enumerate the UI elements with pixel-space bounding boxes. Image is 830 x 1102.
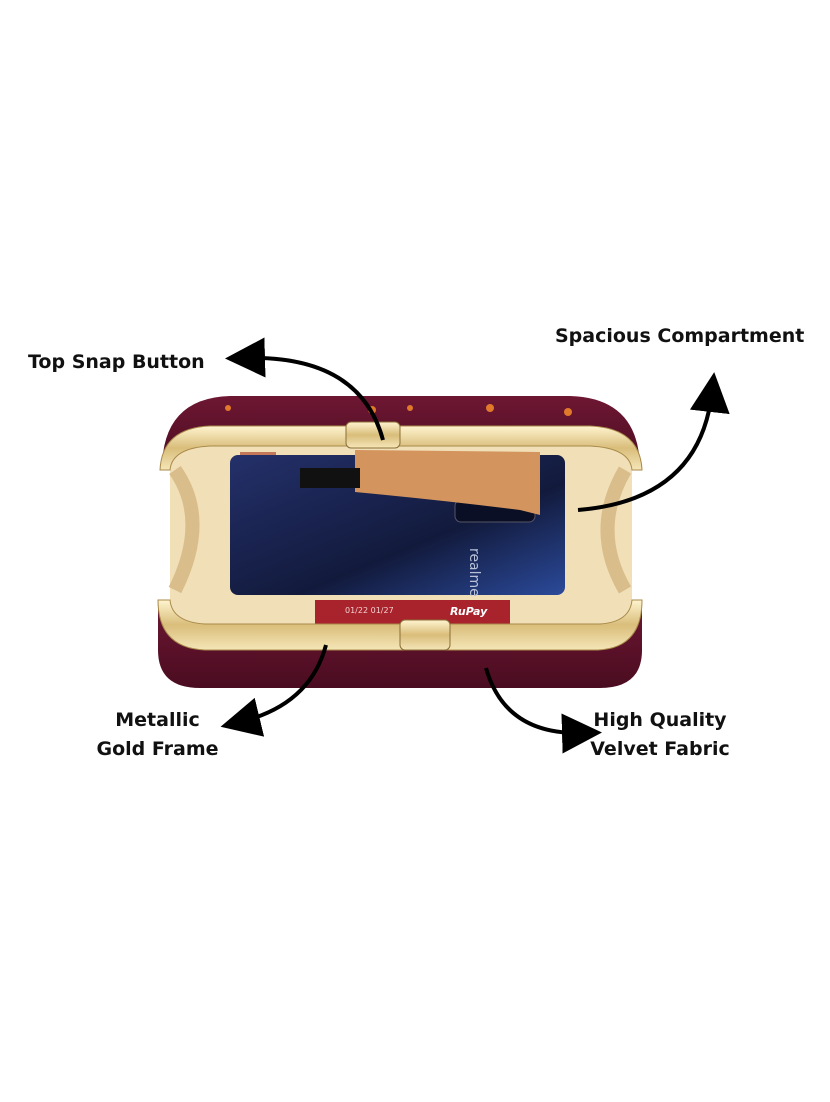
label-top-snap-button: Top Snap Button [28,351,205,373]
cosmetic-tube [355,450,540,515]
svg-text:01/22 01/27: 01/22 01/27 [345,606,394,615]
gold-frame-top [159,425,643,471]
label-line: Gold Frame [96,738,219,760]
arrow-compartment [577,372,730,512]
svg-text:RuPay: RuPay [450,605,488,618]
label-velvet-fabric: High Quality Velvet Fabric [585,706,735,764]
label-spacious-compartment: Spacious Compartment [555,325,805,347]
arrow-top-snap [225,337,385,441]
arrow-fabric [484,667,602,754]
label-line: Metallic [115,709,200,731]
bottom-snap-clasp [399,619,451,651]
top-snap-clasp [345,421,401,449]
arrow-frame [220,644,328,737]
phone-brand-text: realme [466,548,482,597]
label-metallic-gold-frame: Metallic Gold Frame [85,706,230,764]
label-line: Velvet Fabric [590,738,730,760]
label-line: High Quality [593,709,727,731]
